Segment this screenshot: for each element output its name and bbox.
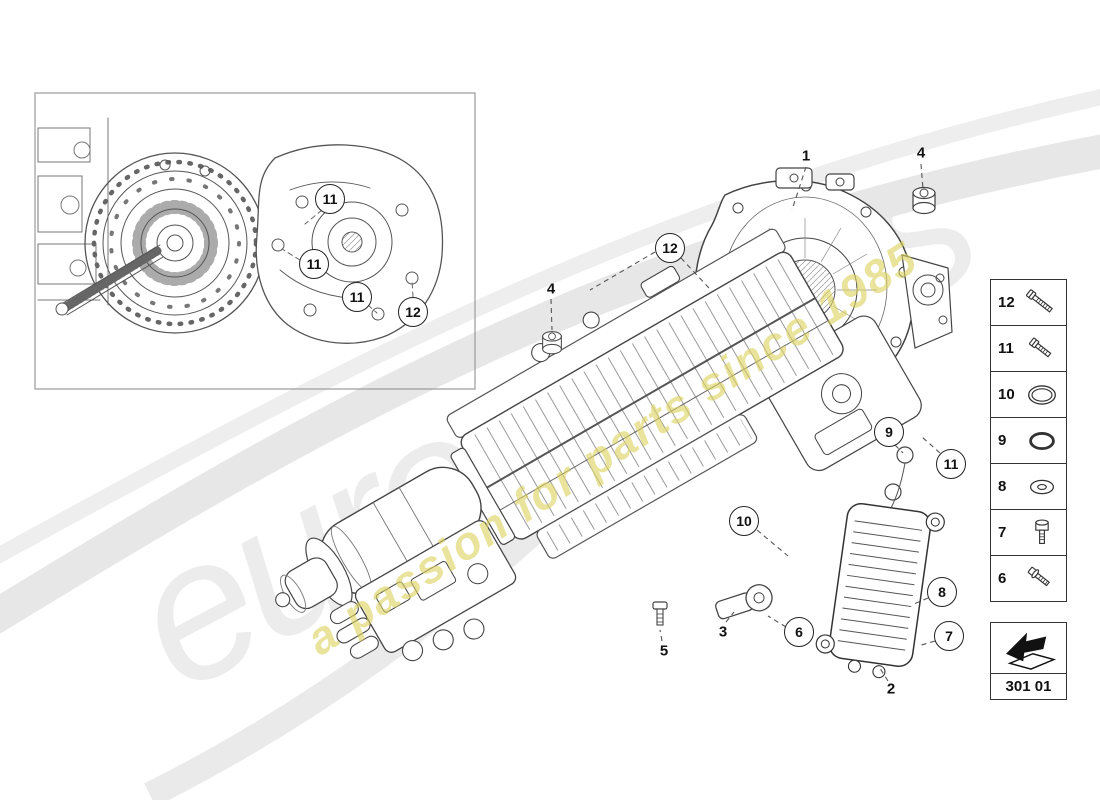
legend-part-number: 11: [998, 340, 1014, 357]
inset-leader-lines: [281, 209, 414, 314]
legend-part-number: 7: [998, 524, 1007, 541]
gearbox-body: [275, 228, 922, 662]
o-ring-icon: [1023, 423, 1061, 459]
callout-11[interactable]: 11: [299, 249, 329, 279]
callout-11[interactable]: 11: [315, 184, 345, 214]
sensor-part: [715, 584, 773, 620]
legend-part-number: 12: [998, 294, 1015, 311]
callout-7[interactable]: 7: [934, 621, 964, 651]
callout-12[interactable]: 12: [398, 297, 428, 327]
legend-row-9[interactable]: 9: [990, 417, 1067, 464]
callout-8[interactable]: 8: [927, 577, 957, 607]
callout-4[interactable]: 4: [546, 280, 556, 298]
callout-2[interactable]: 2: [886, 680, 896, 698]
cooler-pipe-stubs: [884, 446, 914, 511]
legend-row-8[interactable]: 8: [990, 463, 1067, 510]
legend-part-number: 6: [998, 570, 1007, 587]
parts-legend: 12 11 10 9 8 7 6: [990, 279, 1067, 602]
direction-arrow-icon: [990, 622, 1067, 674]
leader-lines: [550, 163, 941, 682]
legend-row-6[interactable]: 6: [990, 555, 1067, 602]
callout-4[interactable]: 4: [916, 144, 926, 162]
callout-3[interactable]: 3: [718, 623, 728, 641]
part-group-box[interactable]: 301 01: [990, 622, 1067, 700]
oil-cooler: [815, 502, 945, 679]
legend-part-number: 8: [998, 478, 1007, 495]
seal-ring-large-icon: [1023, 377, 1061, 413]
part-group-code: 301 01: [990, 673, 1067, 700]
flange-screw-icon: [1023, 561, 1061, 597]
callout-10[interactable]: 10: [729, 506, 759, 536]
legend-row-12[interactable]: 12: [990, 279, 1067, 326]
legend-row-7[interactable]: 7: [990, 509, 1067, 556]
legend-row-10[interactable]: 10: [990, 371, 1067, 418]
callout-9[interactable]: 9: [874, 417, 904, 447]
callout-1[interactable]: 1: [801, 147, 811, 165]
callout-11[interactable]: 11: [342, 282, 372, 312]
oil-plug-top: [912, 186, 936, 215]
callout-11[interactable]: 11: [936, 449, 966, 479]
callout-6[interactable]: 6: [784, 617, 814, 647]
callout-12[interactable]: 12: [655, 233, 685, 263]
bolt-part: [652, 601, 668, 626]
legend-part-number: 9: [998, 432, 1007, 449]
legend-part-number: 10: [998, 386, 1015, 403]
legend-row-11[interactable]: 11: [990, 325, 1067, 372]
hex-bolt-icon: [1023, 331, 1061, 367]
oil-plug-side: [542, 331, 562, 355]
hex-bolt-long-icon: [1023, 285, 1061, 321]
sealing-washer-icon: [1023, 469, 1061, 505]
socket-head-bolt-icon: [1023, 515, 1061, 551]
callout-5[interactable]: 5: [659, 642, 669, 660]
